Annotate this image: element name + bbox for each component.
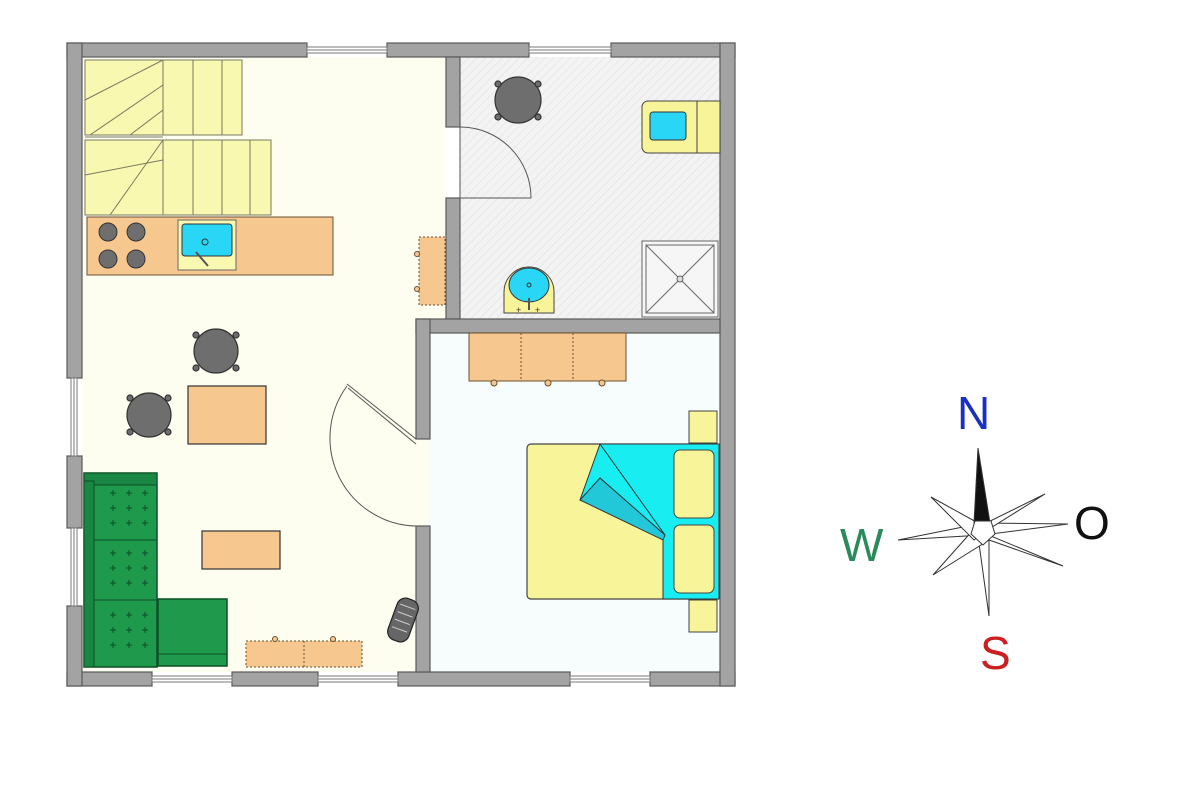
- door-bathroom: [459, 126, 532, 199]
- sofa: [83, 472, 158, 668]
- door-bedroom: [329, 383, 417, 527]
- dining-table: [187, 385, 267, 445]
- compass-east-label: O: [1074, 497, 1110, 549]
- pillow: [673, 449, 715, 519]
- heater: [387, 597, 419, 643]
- compass-west-label: W: [840, 519, 884, 571]
- north-needle-icon: [973, 447, 991, 524]
- pillow: [673, 524, 715, 594]
- windows: [70, 46, 651, 683]
- chair: [192, 328, 240, 374]
- bed: [526, 443, 720, 600]
- sideboard: [245, 636, 363, 668]
- svg-text:+: +: [516, 305, 521, 315]
- wardrobe: [468, 332, 627, 387]
- stove-burners: [98, 222, 146, 269]
- shower: [641, 240, 719, 318]
- compass-north-label: N: [957, 387, 990, 439]
- bath-stool: [494, 76, 542, 124]
- compass-south-label: S: [980, 627, 1011, 679]
- compass-center: [970, 520, 996, 546]
- compass-rose: [897, 447, 1069, 617]
- armchair: [157, 598, 228, 667]
- toilet: [641, 100, 721, 154]
- chair: [126, 392, 172, 438]
- bathroom: + +: [459, 76, 721, 318]
- nightstand: [688, 599, 718, 633]
- svg-text:+: +: [535, 305, 540, 315]
- nightstand: [688, 410, 718, 444]
- shelf: [414, 236, 446, 306]
- washbasin: + +: [503, 266, 555, 315]
- bedroom: [468, 332, 720, 633]
- staircase: [84, 59, 272, 216]
- dining-area: [126, 328, 267, 445]
- coffee-table: [201, 530, 281, 570]
- kitchen-counter: [86, 216, 334, 276]
